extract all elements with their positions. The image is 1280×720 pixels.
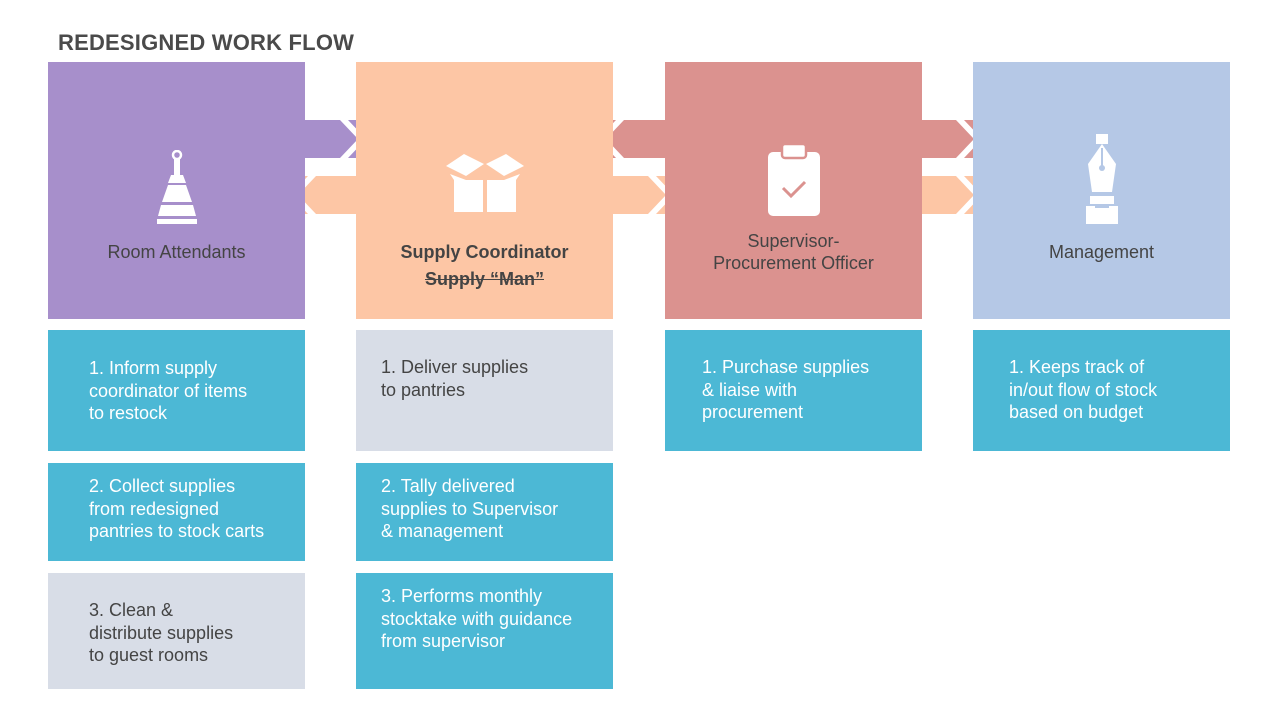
role-label: Room Attendants [48,241,305,263]
role-label-line: Room Attendants [107,242,246,262]
role-supervisor: Supervisor- Procurement Officer [665,62,922,319]
task-card: 1. Purchase supplies & liaise with procu… [665,330,922,451]
task-text: 2. Tally delivered supplies to Superviso… [381,476,559,541]
clipboard-icon [767,142,820,216]
role-label-line: Management [1048,242,1155,262]
task-text: 1. Inform supply coordinator of items to… [89,358,248,423]
role-label: Management [973,241,1230,263]
role-label-line: Supervisor- [747,231,840,251]
task-card: 3. Clean & distribute supplies to guest … [48,573,305,689]
pen-nib-icon [1085,134,1118,224]
role-management: Management [973,62,1230,319]
task-card: 1. Deliver supplies to pantries [356,330,613,451]
task-text: 1. Purchase supplies & liaise with procu… [702,357,870,422]
task-text: 1. Keeps track of in/out flow of stock b… [1009,357,1158,422]
broom-icon [156,150,197,224]
task-card: 1. Inform supply coordinator of items to… [48,330,305,451]
task-card: 2. Tally delivered supplies to Superviso… [356,463,613,561]
task-card: 2. Collect supplies from redesigned pant… [48,463,305,561]
role-label: Supply Coordinator Supply “Man” [356,241,613,290]
task-text: 1. Deliver supplies to pantries [381,357,529,400]
role-label-line: Procurement Officer [713,253,874,273]
role-room-attendants: Room Attendants [48,62,305,319]
role-label-struck-line: Supply “Man” [424,269,544,289]
task-text: 3. Performs monthly stocktake with guida… [381,586,573,651]
page-title: REDESIGNED WORK FLOW [58,30,355,55]
box-icon [445,154,524,212]
role-label: Supervisor- Procurement Officer [665,230,922,274]
task-card: 1. Keeps track of in/out flow of stock b… [973,330,1230,451]
task-text: 2. Collect supplies from redesigned pant… [89,476,265,541]
task-text: 3. Clean & distribute supplies to guest … [89,600,234,665]
role-label-line: Supply Coordinator [400,242,569,262]
task-card: 3. Performs monthly stocktake with guida… [356,573,613,689]
role-supply-coordinator: Supply Coordinator Supply “Man” [356,62,613,319]
